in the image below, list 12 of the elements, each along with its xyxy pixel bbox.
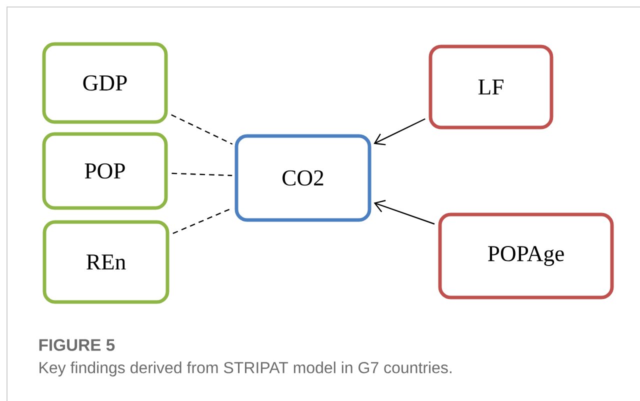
figure-caption: Key findings derived from STRIPAT model in G7 countries. [40, 362, 452, 376]
process-box: POPAge [438, 212, 614, 300]
process-box: POP [42, 132, 168, 210]
figure-title: FIGURE 5 [39, 339, 115, 351]
process-box: CO2 [234, 134, 372, 222]
connector [374, 200, 435, 225]
connector [374, 118, 426, 146]
connector [172, 172, 232, 176]
process-box: GDP [42, 42, 168, 124]
process-box: LF [428, 44, 554, 130]
process-box: REn [42, 220, 170, 304]
connector [171, 114, 233, 145]
